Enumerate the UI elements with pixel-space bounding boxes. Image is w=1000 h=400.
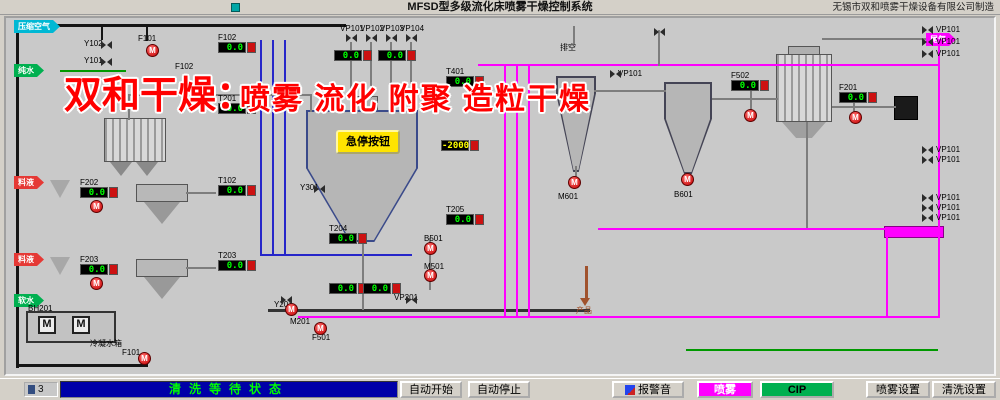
auto-start-button[interactable]: 自动开始 [400, 381, 462, 398]
cip-mode-button[interactable]: CIP [760, 381, 834, 398]
valve-icon[interactable] [386, 34, 397, 43]
valve-icon[interactable] [654, 28, 665, 37]
counter-value: 3 [38, 384, 44, 395]
valve-icon[interactable] [922, 50, 933, 59]
pump-motor[interactable]: M [424, 242, 437, 255]
heat-exchanger-cone [782, 122, 826, 138]
company-name: 无锡市双和喷雾干燥设备有限公司制造 [832, 2, 994, 13]
valve-icon[interactable] [366, 34, 377, 43]
alarm-label: 报警音 [638, 383, 671, 396]
tank-motor[interactable]: M [72, 316, 90, 334]
title-bar: MFSD型多级流化床喷雾干燥控制系统 无锡市双和喷雾干燥设备有限公司制造 [0, 0, 1000, 15]
valve-icon[interactable] [610, 70, 621, 79]
pump-motor[interactable]: M [424, 269, 437, 282]
pump-motor[interactable]: M [849, 111, 862, 124]
spray-mode-button[interactable]: 喷雾 [697, 381, 753, 398]
pump-motor[interactable]: M [681, 173, 694, 186]
clean-settings-button[interactable]: 清洗设置 [932, 381, 996, 398]
status-text: 清洗等待状态 [168, 382, 289, 396]
valve-icon[interactable] [101, 41, 112, 50]
condensate-tank [26, 311, 116, 343]
heat-exchanger-cap [788, 46, 820, 55]
title-chip-icon [231, 3, 240, 12]
pump-motor[interactable]: M [744, 109, 757, 122]
control-bar: 3 清洗等待状态 自动开始 自动停止 报警音 喷雾 CIP 喷雾设置 清洗设置 [0, 378, 1000, 400]
valve-icon[interactable] [922, 146, 933, 155]
valve-icon[interactable] [922, 38, 933, 47]
chamber-top-cap [350, 96, 378, 111]
alarm-mute-button[interactable]: 报警音 [612, 381, 684, 398]
cip-line-box [884, 226, 944, 238]
counter-icon [28, 385, 35, 394]
valve-icon[interactable] [314, 185, 325, 194]
valve-icon[interactable] [922, 26, 933, 35]
tank-motor[interactable]: M [38, 316, 56, 334]
spray-settings-button[interactable]: 喷雾设置 [866, 381, 930, 398]
valve-icon[interactable] [406, 34, 417, 43]
pump-motor[interactable]: M [90, 277, 103, 290]
valve-icon[interactable] [922, 156, 933, 165]
pump-motor[interactable]: M [314, 322, 327, 335]
feed-scrubber [136, 259, 188, 277]
valve-icon[interactable] [101, 58, 112, 67]
valve-icon[interactable] [281, 296, 292, 305]
alarm-horn-icon [625, 384, 635, 395]
valve-icon[interactable] [406, 296, 417, 305]
status-bar: 清洗等待状态 [60, 381, 398, 398]
valve-icon[interactable] [922, 204, 933, 213]
exhaust-fan-box [894, 96, 918, 120]
feed-scrubber [136, 184, 188, 202]
valve-icon[interactable] [922, 214, 933, 223]
emergency-stop-button[interactable]: 急停按钮 [336, 130, 400, 154]
valve-icon[interactable] [922, 194, 933, 203]
pump-motor[interactable]: M [90, 200, 103, 213]
counter-box: 3 [24, 382, 58, 397]
bag-filter [104, 118, 166, 162]
pump-motor[interactable]: M [568, 176, 581, 189]
valve-icon[interactable] [346, 34, 357, 43]
pump-motor[interactable]: M [146, 44, 159, 57]
product-arrow-icon [580, 298, 590, 306]
window-title: MFSD型多级流化床喷雾干燥控制系统 [407, 1, 593, 13]
auto-stop-button[interactable]: 自动停止 [468, 381, 530, 398]
heat-exchanger [776, 54, 832, 122]
pump-motor[interactable]: M [138, 352, 151, 365]
